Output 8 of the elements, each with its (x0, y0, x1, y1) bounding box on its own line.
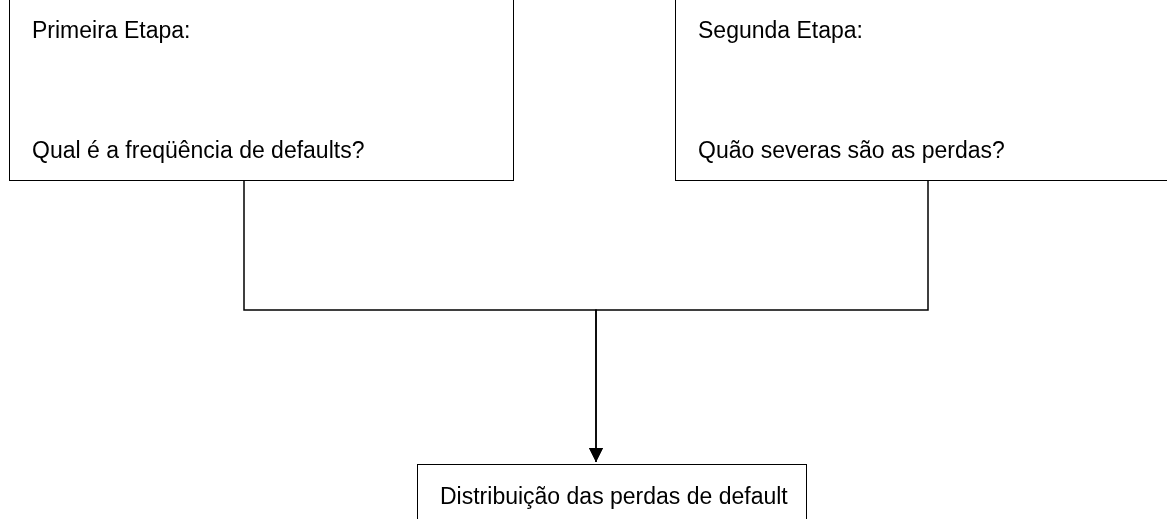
box-text: Primeira Etapa: (31, 17, 192, 44)
process-box (9, 0, 514, 181)
connector-arrow (589, 180, 929, 463)
box-text: Quão severas são as perdas? (697, 137, 1006, 164)
box-text: Distribuição das perdas de default (439, 483, 789, 510)
box-text: Segunda Etapa: (697, 17, 864, 44)
process-box (675, 0, 1167, 181)
box-text: Qual é a freqüência de defaults? (31, 137, 366, 164)
